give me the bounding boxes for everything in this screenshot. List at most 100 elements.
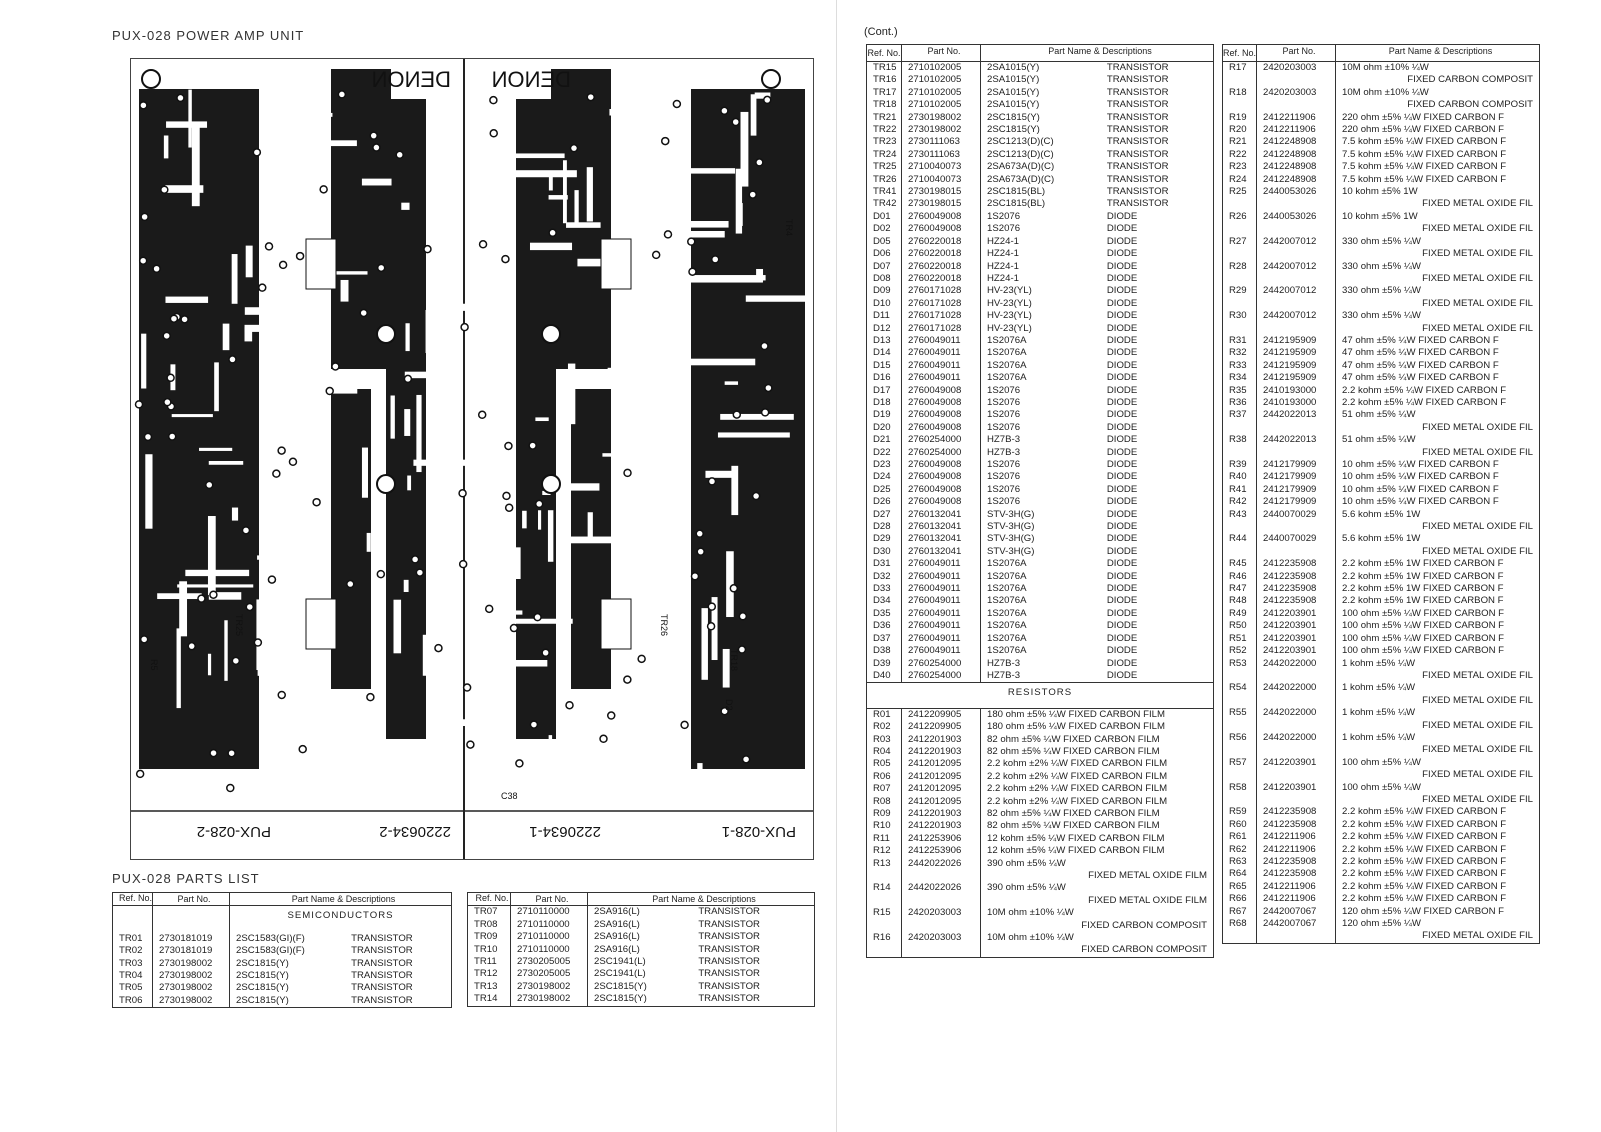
ref-no: R19 bbox=[1229, 111, 1247, 123]
part-desc: TRANSISTOR bbox=[698, 980, 760, 992]
solder-pad bbox=[395, 150, 404, 160]
table-row-continuation: FIXED CARBON COMPOSIT bbox=[867, 944, 1214, 958]
part-name: 2SC1941(L) bbox=[587, 968, 699, 981]
part-desc: FIXED METAL OXIDE FIL bbox=[1335, 545, 1540, 559]
spacer bbox=[1256, 297, 1336, 311]
ref-no: TR18 bbox=[873, 99, 897, 111]
part-no: 2412253906 bbox=[901, 832, 981, 846]
part-no: 2412195909 bbox=[1256, 334, 1336, 348]
solder-pad bbox=[623, 675, 632, 684]
part-no: 2412248908 bbox=[1256, 173, 1336, 187]
spacer bbox=[1223, 744, 1257, 756]
part-no: 2760220018 bbox=[901, 235, 981, 249]
part-no: 2412195909 bbox=[1256, 347, 1336, 360]
part-name: 10M ohm ±10% ¼W bbox=[1335, 61, 1540, 75]
part-name: 1S2076A bbox=[979, 595, 1107, 608]
part-name: 7.5 kohm ±5% ¼W FIXED CARBON F bbox=[1335, 136, 1540, 149]
part-no: 2760049008 bbox=[901, 483, 981, 497]
part-desc: FIXED METAL OXIDE FIL bbox=[1335, 297, 1540, 311]
ref-no: D31 bbox=[873, 558, 891, 570]
spacer bbox=[1256, 198, 1336, 211]
pcb-trace bbox=[735, 168, 743, 234]
part-no: 2412179909 bbox=[1256, 496, 1336, 509]
ref-no: D22 bbox=[873, 446, 891, 458]
part-no: 2710110000 bbox=[510, 905, 588, 919]
part-no: 2412211906 bbox=[1256, 831, 1336, 844]
part-no: 2760049008 bbox=[901, 496, 981, 509]
part-name: 2.2 kohm ±5% ¼W FIXED CARBON F bbox=[1335, 868, 1540, 881]
part-name: 1S2076A bbox=[979, 620, 1107, 633]
col-desc: Part Name & Descriptions bbox=[587, 892, 815, 906]
part-desc: DIODE bbox=[1106, 483, 1138, 495]
part-desc: TRANSISTOR bbox=[698, 943, 760, 955]
part-no: 2440070029 bbox=[1256, 508, 1336, 522]
part-desc: FIXED METAL OXIDE FIL bbox=[1335, 322, 1540, 335]
part-name: 1S2076A bbox=[979, 607, 1107, 621]
spacer bbox=[1256, 223, 1336, 236]
part-name: 10M ohm ±10% ¼W bbox=[1335, 86, 1540, 100]
pcb-trace bbox=[222, 323, 230, 351]
part-name: 1S2076A bbox=[979, 645, 1107, 658]
solder-pad bbox=[489, 129, 498, 138]
solder-pad bbox=[606, 711, 616, 720]
solder-pad bbox=[231, 656, 241, 666]
spacer bbox=[1256, 769, 1336, 782]
part-name: 100 ohm ±5% ¼W FIXED CARBON F bbox=[1335, 645, 1540, 658]
part-no: 2412201903 bbox=[901, 745, 981, 759]
ref-no: D13 bbox=[873, 334, 891, 346]
table-row-continuation: FIXED METAL OXIDE FIL bbox=[1223, 272, 1540, 286]
ref-no: R03 bbox=[873, 733, 891, 745]
part-name: 100 ohm ±5% ¼W FIXED CARBON F bbox=[1335, 607, 1540, 621]
pcb-trace bbox=[171, 414, 213, 418]
part-name: 51 ohm ±5% ¼W bbox=[1335, 409, 1540, 422]
part-no: 2412201903 bbox=[901, 820, 981, 833]
part-desc: FIXED METAL OXIDE FIL bbox=[1335, 223, 1540, 236]
pcb-trace bbox=[501, 170, 577, 178]
parts-table-b: Ref. No. Part No. Part Name & Descriptio… bbox=[467, 892, 815, 1007]
part-no: 2760049011 bbox=[901, 583, 981, 596]
solder-pad bbox=[423, 244, 432, 254]
part-name: 2SC1815(Y) bbox=[229, 970, 352, 983]
part-desc: TRANSISTOR bbox=[351, 970, 413, 982]
solder-pad bbox=[751, 491, 761, 501]
part-name: 180 ohm ±5% ¼W FIXED CARBON FILM bbox=[980, 721, 1214, 734]
part-name: 82 ohm ±5% ¼W FIXED CARBON FILM bbox=[980, 807, 1214, 821]
part-desc: DIODE bbox=[1106, 545, 1138, 557]
ref-no: TR26 bbox=[873, 173, 897, 185]
ref-no: R49 bbox=[1229, 607, 1247, 619]
mounting-hole bbox=[761, 69, 781, 89]
ref-no: TR13 bbox=[474, 980, 498, 992]
ref-no: TR06 bbox=[119, 994, 143, 1006]
solder-pad bbox=[729, 584, 739, 593]
part-name: 330 ohm ±5% ¼W bbox=[1335, 285, 1540, 298]
table-row-continuation: FIXED METAL OXIDE FIL bbox=[1223, 669, 1540, 683]
ref-no: R46 bbox=[1229, 570, 1247, 582]
part-desc: DIODE bbox=[1106, 372, 1138, 384]
part-no: 2760254000 bbox=[901, 669, 981, 683]
pcb-trace bbox=[207, 653, 212, 676]
part-name: 2SC1213(D)(C) bbox=[979, 148, 1107, 162]
col-ref: Ref. No. bbox=[119, 893, 153, 903]
col-desc: Part Name & Descriptions bbox=[1335, 44, 1540, 62]
pcb-title: PUX-028 POWER AMP UNIT bbox=[112, 28, 305, 43]
part-name: 1S2076A bbox=[979, 334, 1107, 348]
ref-no: TR14 bbox=[474, 993, 498, 1005]
part-no: 2760132041 bbox=[901, 533, 981, 546]
solder-pad bbox=[504, 503, 514, 512]
pcb-trace bbox=[404, 409, 411, 436]
part-name: 390 ohm ±5% ¼W bbox=[980, 882, 1214, 895]
ref-no: R57 bbox=[1229, 756, 1247, 768]
solder-pad bbox=[295, 251, 305, 261]
